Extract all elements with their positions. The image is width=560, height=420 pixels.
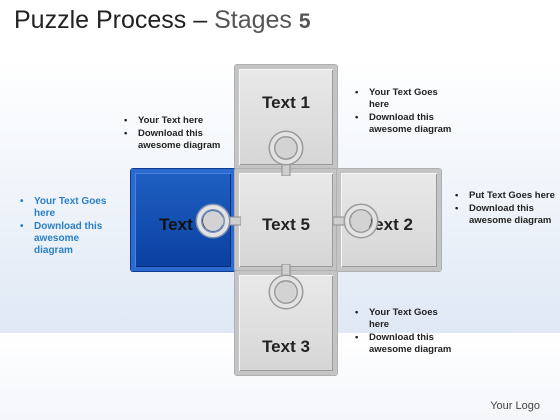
- note-top-right-line-2: Download this awesome diagram: [355, 112, 455, 136]
- title-main: Puzzle Process: [14, 6, 187, 34]
- puzzle-piece-5: Text 5: [235, 169, 337, 271]
- connector-knob-bottom: [268, 264, 304, 310]
- title-stage-number: 5: [298, 10, 311, 33]
- note-top-left: Your Text here Download this awesome dia…: [124, 115, 229, 153]
- piece-5-label: Text 5: [262, 215, 310, 234]
- page-title: Puzzle Process – Stages 5: [14, 6, 311, 35]
- note-bottom-right-line-2: Download this awesome diagram: [355, 332, 455, 356]
- logo-placeholder: Your Logo: [490, 400, 540, 412]
- piece-4-label: Text 4: [159, 215, 207, 234]
- note-top-left-line-1: Your Text here: [124, 115, 229, 127]
- note-left-line-2: Download this awesome diagram: [20, 221, 115, 257]
- note-bottom-right-line-1: Your Text Goes here: [355, 307, 455, 331]
- title-sub: Stages: [214, 6, 299, 34]
- note-left-line-1: Your Text Goes here: [20, 196, 115, 220]
- note-mid-right: Put Text Goes here Download this awesome…: [455, 190, 555, 228]
- note-top-right: Your Text Goes here Download this awesom…: [355, 87, 455, 137]
- note-top-right-line-1: Your Text Goes here: [355, 87, 455, 111]
- connector-knob-top: [268, 130, 304, 176]
- note-top-left-line-2: Download this awesome diagram: [124, 128, 229, 152]
- note-mid-right-line-1: Put Text Goes here: [455, 190, 555, 202]
- note-left: Your Text Goes here Download this awesom…: [20, 196, 115, 258]
- note-mid-right-line-2: Download this awesome diagram: [455, 203, 555, 227]
- note-bottom-right: Your Text Goes here Download this awesom…: [355, 307, 455, 357]
- connector-knob-right: [333, 203, 379, 239]
- piece-3-label: Text 3: [262, 337, 310, 356]
- piece-1-label: Text 1: [262, 93, 310, 112]
- title-dash: –: [186, 6, 215, 34]
- puzzle-piece-4: Text 4: [131, 169, 235, 271]
- connector-knob-left: [195, 203, 241, 239]
